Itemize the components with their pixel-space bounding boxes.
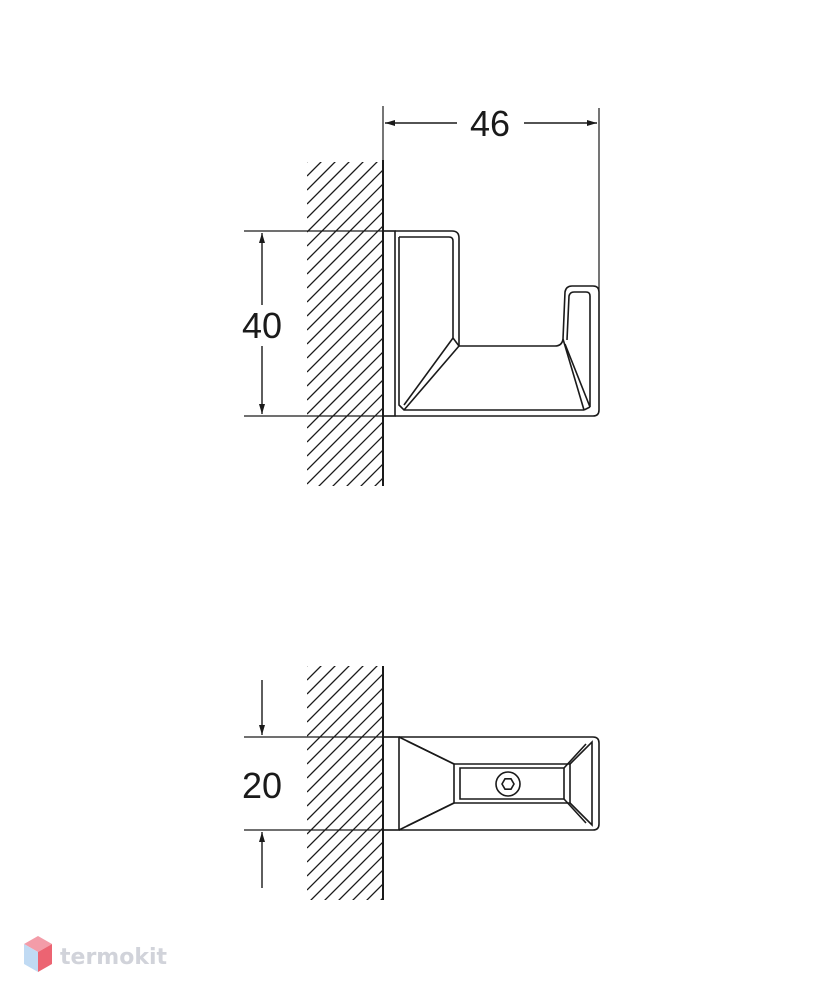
hatch-line <box>307 715 383 793</box>
hatch-line <box>307 912 383 988</box>
watermark-text: termokit <box>60 945 167 970</box>
dimension-height-label: 40 <box>242 305 282 346</box>
hatch-line <box>374 477 383 486</box>
hatch-line <box>307 183 383 261</box>
hatch-line <box>307 162 308 163</box>
hatch-line <box>307 351 383 429</box>
wall-hatching-bottom <box>307 666 383 1000</box>
hatch-line <box>380 897 383 900</box>
hatch-line <box>307 225 383 303</box>
hatch-line <box>318 421 383 486</box>
hatch-line <box>307 666 364 723</box>
dimension-width-label: 46 <box>470 103 510 144</box>
hatch-line <box>346 449 383 486</box>
screw-hole <box>495 771 521 797</box>
hatch-line <box>307 687 383 765</box>
hatch-line <box>307 239 383 317</box>
hatch-line <box>307 940 383 1000</box>
hatch-line <box>307 954 383 1000</box>
dimension-depth-label: 20 <box>242 765 282 806</box>
hatch-line <box>307 169 383 247</box>
hatch-line <box>307 785 383 863</box>
hex-socket-icon <box>501 777 515 791</box>
hatch-line <box>307 666 378 737</box>
wall-hatching-top <box>307 162 383 638</box>
top-view: 20 <box>242 666 600 1000</box>
hatch-line <box>360 463 383 486</box>
hatch-line <box>332 435 383 486</box>
hatch-line <box>307 666 336 695</box>
hatch-line <box>307 548 383 624</box>
hatch-line <box>307 666 350 709</box>
hatch-line <box>307 926 383 1000</box>
hook-top-profile <box>383 736 600 831</box>
hatch-line <box>307 534 383 610</box>
hatch-line <box>307 309 383 387</box>
hook-side-profile <box>383 230 600 417</box>
hatch-line <box>307 162 322 177</box>
hatch-line <box>307 757 383 835</box>
front-view: 46 40 <box>242 103 600 638</box>
hatch-line <box>307 162 336 191</box>
hatch-line <box>307 743 383 821</box>
hatch-line <box>307 295 383 373</box>
hatch-line <box>307 162 350 205</box>
hatch-line <box>366 883 383 900</box>
hatch-line <box>307 666 322 681</box>
hatch-line <box>307 365 383 443</box>
hatch-line <box>307 407 383 485</box>
logo-cube-right-icon <box>38 944 52 972</box>
hatch-line <box>307 253 383 331</box>
hatch-line <box>338 855 383 900</box>
logo-cube-left-icon <box>24 944 38 972</box>
hatch-line <box>307 520 383 596</box>
hatch-line <box>307 799 383 877</box>
hatch-line <box>307 666 308 667</box>
hatch-line <box>307 379 383 457</box>
hatch-line <box>307 729 383 807</box>
hatch-line <box>307 281 383 359</box>
watermark-logo: termokit <box>24 936 167 972</box>
hatch-line <box>307 393 383 471</box>
hatch-line <box>307 492 383 568</box>
hatch-line <box>307 337 383 415</box>
hatch-line <box>307 506 383 582</box>
hatch-line <box>307 968 383 1000</box>
hatch-line <box>307 211 383 289</box>
hatch-line <box>324 841 383 900</box>
hatch-line <box>307 197 383 275</box>
hatch-line <box>307 673 383 751</box>
hatch-line <box>307 162 378 233</box>
hatch-line <box>307 162 364 219</box>
hatch-line <box>352 869 383 900</box>
hatch-line <box>307 323 383 401</box>
hatch-line <box>307 771 383 849</box>
hatch-line <box>307 813 383 891</box>
hatch-line <box>307 267 383 345</box>
hatch-line <box>307 562 383 638</box>
hatch-line <box>310 827 383 900</box>
hatch-line <box>307 701 383 779</box>
